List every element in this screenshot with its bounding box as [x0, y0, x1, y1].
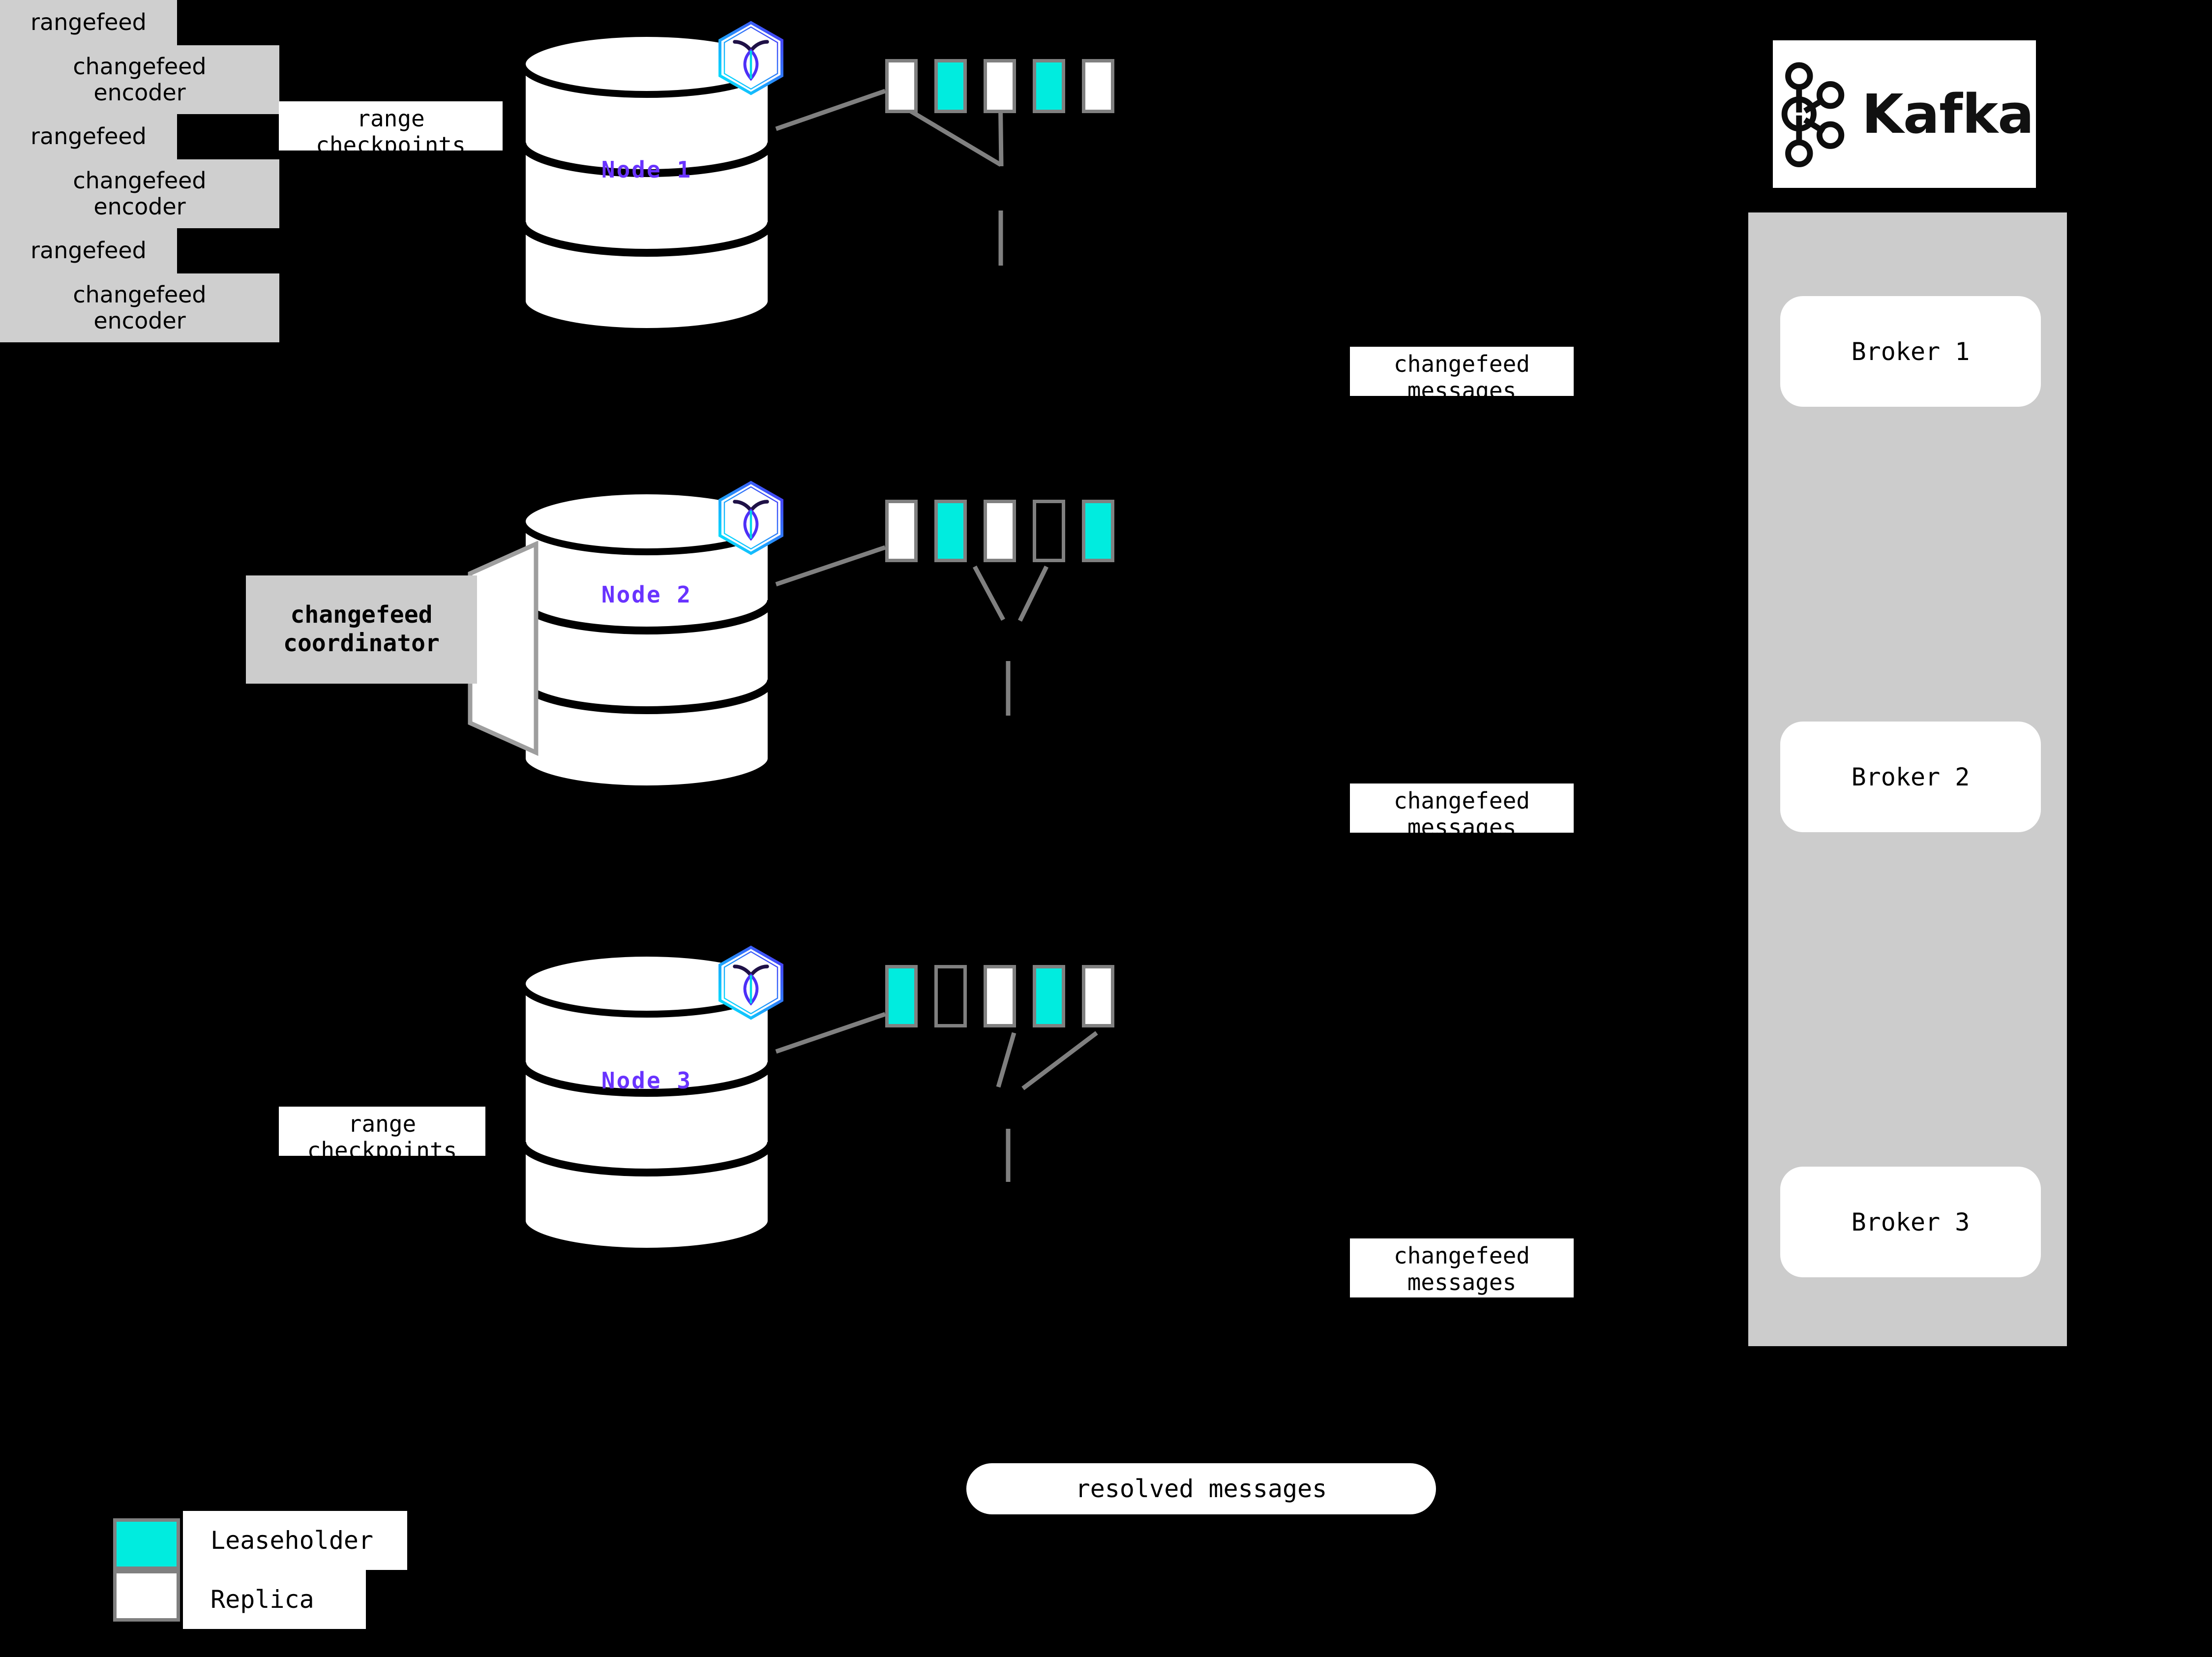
broker-card[interactable]: Broker 1	[1780, 296, 2041, 407]
replica-box[interactable]	[1033, 500, 1065, 562]
changefeed-encoder-box-3[interactable]: changefeed encoder	[0, 273, 279, 342]
cockroachdb-hex-logo	[714, 944, 788, 1025]
kafka-broker-panel: Broker 1 Broker 2 Broker 3	[1748, 212, 2067, 1346]
resolved-messages-pill[interactable]: resolved messages	[966, 1463, 1436, 1514]
broker-card[interactable]: Broker 3	[1780, 1167, 2041, 1277]
legend-item-replica: Replica	[183, 1570, 366, 1629]
changefeed-messages-label-1: changefeed messages	[1350, 347, 1574, 404]
node-1-cylinder: Node 1	[516, 30, 777, 334]
changefeed-encoder-box-2[interactable]: changefeed encoder	[0, 159, 279, 228]
broker-card[interactable]: Broker 2	[1780, 722, 2041, 832]
kafka-wordmark: Kafka	[1861, 83, 2034, 146]
replica-box[interactable]	[934, 500, 967, 562]
range-checkpoints-label-1: range checkpoints	[279, 101, 503, 158]
range-checkpoints-label-3: range checkpoints	[279, 1107, 485, 1164]
replica-box[interactable]	[934, 965, 967, 1027]
replica-box[interactable]	[1082, 59, 1114, 113]
rangefeed-box-3[interactable]: rangefeed	[0, 228, 177, 273]
kafka-logo-box: Kafka	[1773, 40, 2036, 188]
changefeed-encoder-box-1[interactable]: changefeed encoder	[0, 45, 279, 114]
replica-box[interactable]	[1082, 500, 1114, 562]
node-2-label: Node 2	[601, 581, 692, 608]
replica-box[interactable]	[934, 59, 967, 113]
coordinator-callout-pointer	[468, 541, 538, 756]
replica-box[interactable]	[1033, 59, 1065, 113]
replica-box[interactable]	[984, 59, 1016, 113]
node-3-cylinder: Node 3	[516, 949, 777, 1254]
replica-swatch	[113, 1570, 180, 1622]
replica-box[interactable]	[1082, 965, 1114, 1027]
rangefeed-box-2[interactable]: rangefeed	[0, 114, 177, 159]
legend-item-leaseholder: Leaseholder	[183, 1511, 407, 1570]
changefeed-coordinator-box[interactable]: changefeed coordinator	[246, 575, 477, 684]
legend-label-text: Leaseholder	[210, 1526, 374, 1555]
broker-label: Broker 1	[1851, 337, 1970, 366]
cockroachdb-hex-logo	[714, 20, 788, 101]
broker-label: Broker 3	[1851, 1207, 1970, 1236]
replica-box[interactable]	[885, 59, 918, 113]
replica-box[interactable]	[984, 500, 1016, 562]
leaseholder-swatch	[113, 1518, 180, 1570]
replica-box[interactable]	[1033, 965, 1065, 1027]
changefeed-messages-label-2: changefeed messages	[1350, 783, 1574, 841]
node-1-label: Node 1	[601, 156, 692, 183]
replica-box[interactable]	[984, 965, 1016, 1027]
legend-label-text: Replica	[210, 1585, 314, 1614]
kafka-logo	[1781, 61, 1844, 167]
rangefeed-box-1[interactable]: rangefeed	[0, 0, 177, 45]
broker-label: Broker 2	[1851, 762, 1970, 791]
cockroachdb-hex-logo	[714, 480, 788, 561]
node-3-label: Node 3	[601, 1067, 692, 1094]
replica-box[interactable]	[885, 500, 918, 562]
changefeed-messages-label-3: changefeed messages	[1350, 1238, 1574, 1297]
node-2-cylinder: Node 2	[516, 487, 777, 792]
replica-box[interactable]	[885, 965, 918, 1027]
